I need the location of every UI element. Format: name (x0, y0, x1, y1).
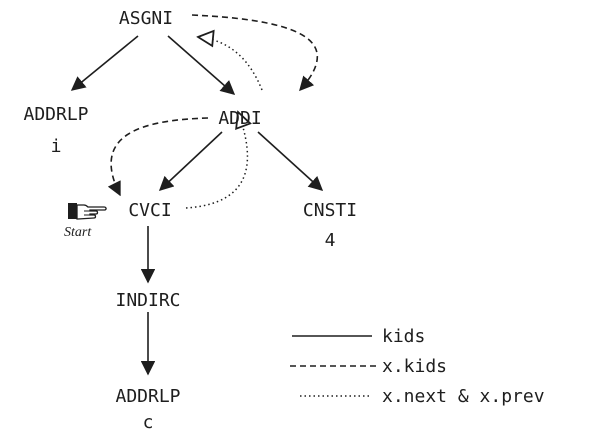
node-addrlp-c: ADDRLP (115, 386, 180, 407)
node-cnsti-value: 4 (325, 230, 336, 251)
xkids-asgni-addi (191, 14, 319, 92)
edge-addi-cvci (158, 131, 223, 191)
legend-xkids: x.kids (382, 356, 447, 377)
node-addi: ADDI (218, 108, 261, 129)
edge-asgni-addrlp-i (70, 35, 139, 91)
node-indirc: INDIRC (115, 290, 180, 311)
xnext-addi-asgni (198, 37, 263, 91)
pointing-hand-icon (68, 203, 107, 220)
legend: kids x.kids x.next & x.prev (290, 326, 545, 407)
node-cvci: CVCI (128, 200, 171, 221)
legend-xnext: x.next & x.prev (382, 386, 545, 407)
node-asgni: ASGNI (119, 8, 173, 29)
xkids-addi-cvci (107, 117, 209, 197)
xnext-cvci-addi (185, 112, 247, 209)
edge-asgni-addi (167, 35, 236, 95)
node-addrlp-c-symbol: c (143, 412, 154, 432)
start-label: Start (64, 225, 92, 240)
legend-kids: kids (382, 326, 425, 347)
edge-addi-cnsti (257, 131, 324, 191)
node-addrlp-i: ADDRLP (23, 104, 88, 125)
node-cnsti: CNSTI (303, 200, 357, 221)
node-addrlp-i-symbol: i (51, 136, 62, 157)
